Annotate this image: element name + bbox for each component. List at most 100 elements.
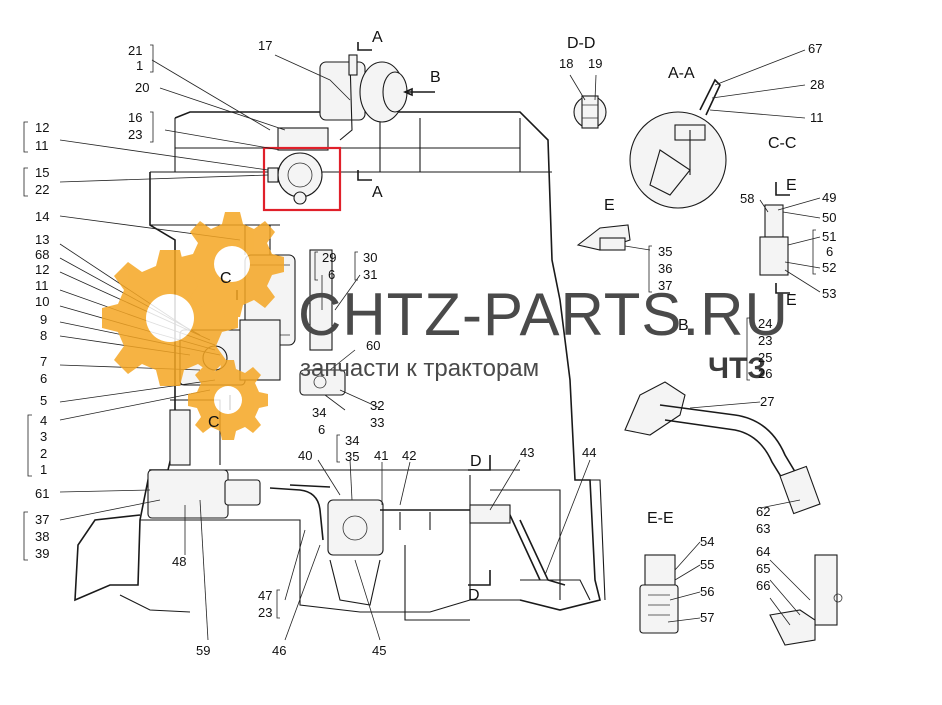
callout-49: 49 xyxy=(822,190,836,205)
callout-64: 64 xyxy=(756,544,770,559)
section-aa-title: A-A xyxy=(668,65,695,82)
callout-10: 10 xyxy=(35,294,49,309)
callout-54: 54 xyxy=(700,534,714,549)
detail-e-e xyxy=(639,554,679,634)
callout-53: 53 xyxy=(822,286,836,301)
callout-37: 37 xyxy=(35,512,49,527)
callout-18: 18 xyxy=(559,56,573,71)
section-c-top-label: C xyxy=(220,270,232,287)
callout-60: 60 xyxy=(366,338,380,353)
callout-51: 51 xyxy=(822,229,836,244)
watermark: CHTZ-PARTS.RU запчасти к тракторам ЧТЗ xyxy=(102,212,789,440)
callout-20: 20 xyxy=(135,80,149,95)
section-e-top-label: E xyxy=(786,177,797,194)
callout-12: 12 xyxy=(35,120,49,135)
callout-44: 44 xyxy=(582,445,596,460)
group-brackets xyxy=(23,44,816,619)
callout-6b: 6 xyxy=(328,267,335,282)
lower-pipes xyxy=(147,469,591,606)
callout-55: 55 xyxy=(700,557,714,572)
callout-46: 46 xyxy=(272,643,286,658)
callout-8: 8 xyxy=(40,328,47,343)
callout-48: 48 xyxy=(172,554,186,569)
callout-36: 36 xyxy=(658,261,672,276)
callout-24: 24 xyxy=(758,316,772,331)
detail-a-a xyxy=(629,78,727,209)
callout-28: 28 xyxy=(810,77,824,92)
highlighted-assembly xyxy=(262,127,342,212)
detail-fitting xyxy=(769,554,843,646)
callout-14: 14 xyxy=(35,209,49,224)
callout-6c: 6 xyxy=(318,422,325,437)
callout-40: 40 xyxy=(298,448,312,463)
callout-57: 57 xyxy=(700,610,714,625)
callout-15: 15 xyxy=(35,165,49,180)
section-b-top-label: B xyxy=(430,69,441,86)
callout-7: 7 xyxy=(40,354,47,369)
callout-6d: 6 xyxy=(826,244,833,259)
section-ee-title: E-E xyxy=(647,510,674,527)
callout-47: 47 xyxy=(258,588,272,603)
callout-32: 32 xyxy=(370,398,384,413)
callout-26: 26 xyxy=(758,366,772,381)
callout-61: 61 xyxy=(35,486,49,501)
callout-58: 58 xyxy=(740,191,754,206)
callout-11: 11 xyxy=(35,138,49,153)
turbocharger xyxy=(319,54,408,141)
callout-35: 35 xyxy=(345,449,359,464)
callout-6: 6 xyxy=(40,371,47,386)
callout-30: 30 xyxy=(363,250,377,265)
callout-17: 17 xyxy=(258,38,272,53)
callout-25: 25 xyxy=(758,350,772,365)
callout-66: 66 xyxy=(756,578,770,593)
callout-23b: 23 xyxy=(258,605,272,620)
callout-34b: 34 xyxy=(312,405,326,420)
section-c-bot-label: C xyxy=(208,414,220,431)
section-b-right-label: B xyxy=(678,317,689,334)
callout-1b: 1 xyxy=(40,462,47,477)
callout-67: 67 xyxy=(808,41,822,56)
callout-39: 39 xyxy=(35,546,49,561)
callout-68: 68 xyxy=(35,247,49,262)
callout-45: 45 xyxy=(372,643,386,658)
callout-13: 13 xyxy=(35,232,49,247)
callout-9: 9 xyxy=(40,312,47,327)
callout-35b: 35 xyxy=(658,244,672,259)
callout-27: 27 xyxy=(760,394,774,409)
callout-21: 21 xyxy=(128,43,142,58)
callout-23c: 23 xyxy=(758,333,772,348)
callout-41: 41 xyxy=(374,448,388,463)
callout-4: 4 xyxy=(40,413,47,428)
watermark-subtitle: запчасти к тракторам xyxy=(300,355,539,382)
callout-56: 56 xyxy=(700,584,714,599)
callout-65: 65 xyxy=(756,561,770,576)
callout-63: 63 xyxy=(756,521,770,536)
watermark-title: CHTZ-PARTS.RU xyxy=(298,281,789,348)
callout-1: 1 xyxy=(136,58,143,73)
detail-e xyxy=(576,224,631,251)
engine-body xyxy=(74,111,606,621)
section-e-bot-label: E xyxy=(786,292,797,309)
section-e-title: E xyxy=(604,197,615,214)
callout-11c: 11 xyxy=(810,110,824,125)
callout-22: 22 xyxy=(35,182,49,197)
callout-3: 3 xyxy=(40,429,47,444)
callout-11b: 11 xyxy=(35,278,49,293)
section-a-mid-label: A xyxy=(372,184,383,201)
callout-16: 16 xyxy=(128,110,142,125)
watermark-brand: ЧТЗ xyxy=(708,352,766,385)
callout-43: 43 xyxy=(520,445,534,460)
callout-62: 62 xyxy=(756,504,770,519)
callout-numbers: 21 1 17 20 16 23 12 11 15 22 14 13 68 12… xyxy=(35,38,836,658)
section-dd-title: D-D xyxy=(567,35,595,52)
section-d-bot-label: D xyxy=(468,587,480,604)
callout-50: 50 xyxy=(822,210,836,225)
section-a-marks xyxy=(357,42,435,181)
detail-d-d xyxy=(573,95,607,129)
callout-33: 33 xyxy=(370,415,384,430)
section-d-marks xyxy=(468,455,491,586)
section-cc-title: C-C xyxy=(768,135,796,152)
callout-59: 59 xyxy=(196,643,210,658)
callout-19: 19 xyxy=(588,56,602,71)
